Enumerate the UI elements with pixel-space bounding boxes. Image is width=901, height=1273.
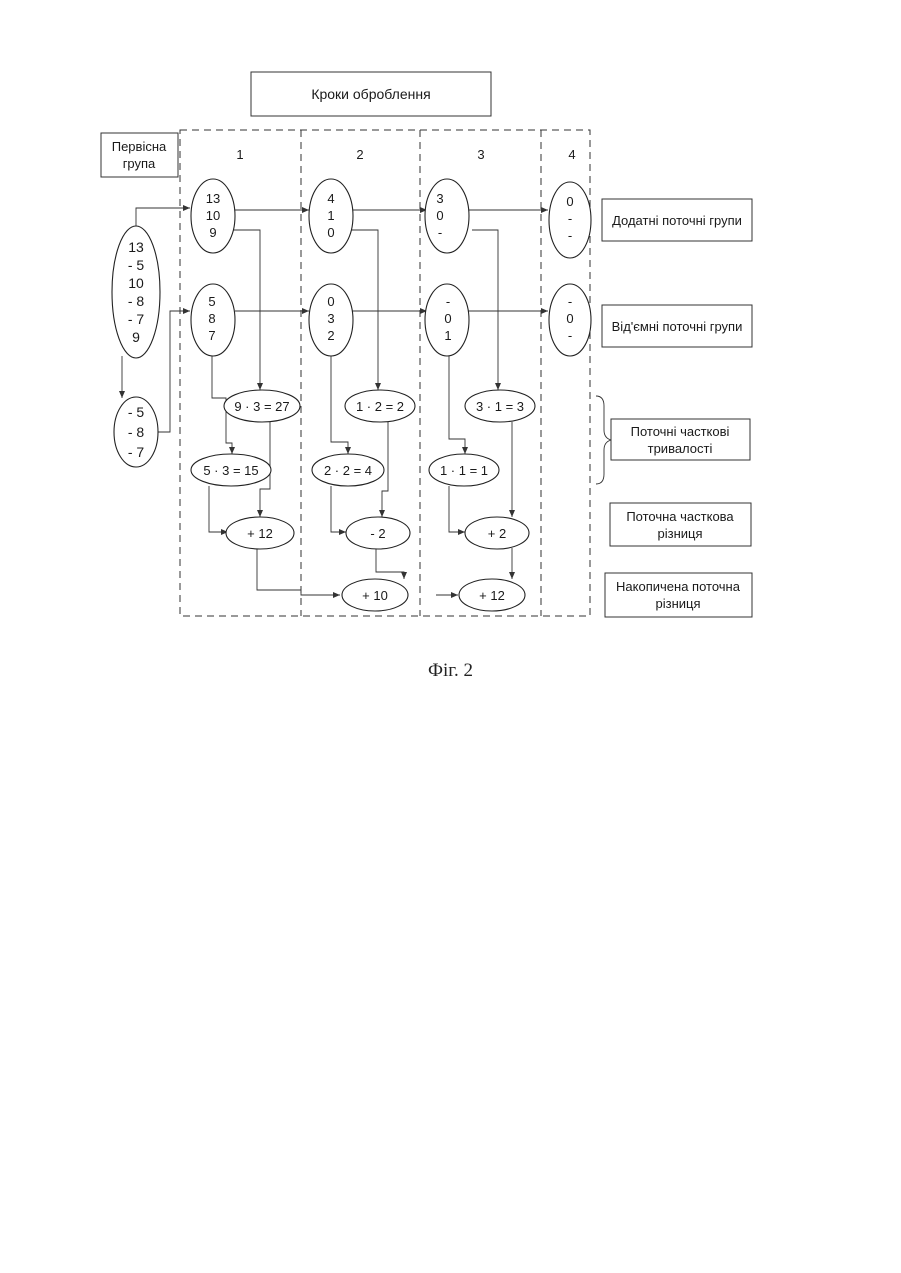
positive-group-2-value-2: 1 [327,208,334,223]
negative-group-1-value-3: 7 [208,328,215,343]
negative-group-3-value-1: - [446,294,450,309]
positive-duration-2-label: 1 · 2 = 2 [356,399,404,414]
legend-durations-line-1: Поточні часткові [631,424,730,439]
positive-duration-step-3: 3 · 1 = 3 [465,390,535,422]
negative-duration-step-3: 1 · 1 = 1 [429,454,499,486]
step-number-3: 3 [477,147,484,162]
steps-title: Кроки оброблення [311,86,430,102]
initial-value-6: 9 [132,329,140,345]
positive-duration-3-label: 3 · 1 = 3 [476,399,524,414]
positive-group-step-2: 4 1 0 [309,179,353,253]
negative-duration-1-label: 5 · 3 = 15 [203,463,258,478]
negative-value-2: - 8 [128,424,145,440]
partial-difference-step-3: + 2 [465,517,529,549]
negative-duration-2-label: 2 · 2 = 4 [324,463,372,478]
legend-negative-groups: Від'ємні поточні групи [602,305,752,347]
positive-group-1-value-3: 9 [209,225,216,240]
legend-accumulated-line-2: різниця [655,596,700,611]
negative-group-step-2: 0 3 2 [309,284,353,356]
positive-group-2-value-1: 4 [327,191,334,206]
initial-negatives-node: - 5 - 8 - 7 [114,397,158,467]
initial-value-5: - 7 [128,311,145,327]
legend-partial-line-1: Поточна часткова [626,509,734,524]
positive-duration-step-1: 9 · 3 = 27 [224,390,300,422]
legend-positive-label: Додатні поточні групи [612,213,742,228]
partial-difference-step-1: + 12 [226,517,294,549]
initial-value-2: - 5 [128,257,145,273]
step-number-4: 4 [568,147,575,162]
negative-group-4-value-3: - [568,328,572,343]
positive-group-4-value-3: - [568,228,572,243]
positive-group-step-4: 0 - - [549,182,591,258]
legend-durations: Поточні часткові тривалості [596,396,750,484]
negative-group-1-value-1: 5 [208,294,215,309]
accumulated-difference-2-label: + 12 [479,588,505,603]
steps-title-box: Кроки оброблення [251,72,491,116]
legend-positive-groups: Додатні поточні групи [602,199,752,241]
figure-caption: Фіг. 2 [0,660,901,682]
initial-group-node: 13 - 5 10 - 8 - 7 9 [112,226,160,358]
negative-group-4-value-2: 0 [566,311,573,326]
initial-group-label-line-1: Первісна [112,139,167,154]
legend-durations-line-2: тривалості [648,441,713,456]
positive-group-step-1: 13 10 9 [191,179,235,253]
legend-partial-difference: Поточна часткова різниця [610,503,751,546]
positive-duration-step-2: 1 · 2 = 2 [345,390,415,422]
negative-group-4-value-1: - [568,294,572,309]
positive-group-1-value-1: 13 [206,191,220,206]
negative-duration-3-label: 1 · 1 = 1 [440,463,488,478]
legend-partial-line-2: різниця [657,526,702,541]
step-number-2: 2 [356,147,363,162]
negative-group-2-value-2: 3 [327,311,334,326]
accumulated-difference-1-label: + 10 [362,588,388,603]
positive-group-3-value-2: 0 [436,208,443,223]
legend-durations-brace [596,396,611,484]
negative-group-step-4: - 0 - [549,284,591,356]
negative-duration-step-1: 5 · 3 = 15 [191,454,271,486]
legend-accumulated-line-1: Накопичена поточна [616,579,741,594]
initial-group-label-box: Первісна група [101,133,178,177]
accumulated-difference-step-2: + 10 [342,579,408,611]
negative-group-step-1: 5 8 7 [191,284,235,356]
initial-group-label-line-2: група [123,156,156,171]
negative-group-2-value-3: 2 [327,328,334,343]
initial-value-3: 10 [128,275,144,291]
partial-difference-step-2: - 2 [346,517,410,549]
partial-difference-1-label: + 12 [247,526,273,541]
negative-group-2-value-1: 0 [327,294,334,309]
negative-value-1: - 5 [128,404,145,420]
negative-group-step-3: - 0 1 [425,284,469,356]
legend-accumulated-difference: Накопичена поточна різниця [605,573,752,617]
positive-group-4-value-2: - [568,211,572,226]
accumulated-difference-step-3: + 12 [459,579,525,611]
positive-group-4-value-1: 0 [566,194,573,209]
legend-negative-label: Від'ємні поточні групи [612,319,743,334]
initial-value-1: 13 [128,239,144,255]
positive-group-3-value-1: 3 [436,191,443,206]
positive-group-2-value-3: 0 [327,225,334,240]
partial-difference-3-label: + 2 [488,526,506,541]
initial-value-4: - 8 [128,293,145,309]
negative-group-3-value-2: 0 [444,311,451,326]
positive-group-step-3: 3 0 - [425,179,469,253]
step-number-1: 1 [236,147,243,162]
partial-difference-2-label: - 2 [370,526,385,541]
negative-value-3: - 7 [128,444,145,460]
positive-group-1-value-2: 10 [206,208,220,223]
positive-duration-1-label: 9 · 3 = 27 [234,399,289,414]
negative-group-3-value-3: 1 [444,328,451,343]
positive-group-3-value-3: - [438,225,442,240]
negative-duration-step-2: 2 · 2 = 4 [312,454,384,486]
negative-group-1-value-2: 8 [208,311,215,326]
